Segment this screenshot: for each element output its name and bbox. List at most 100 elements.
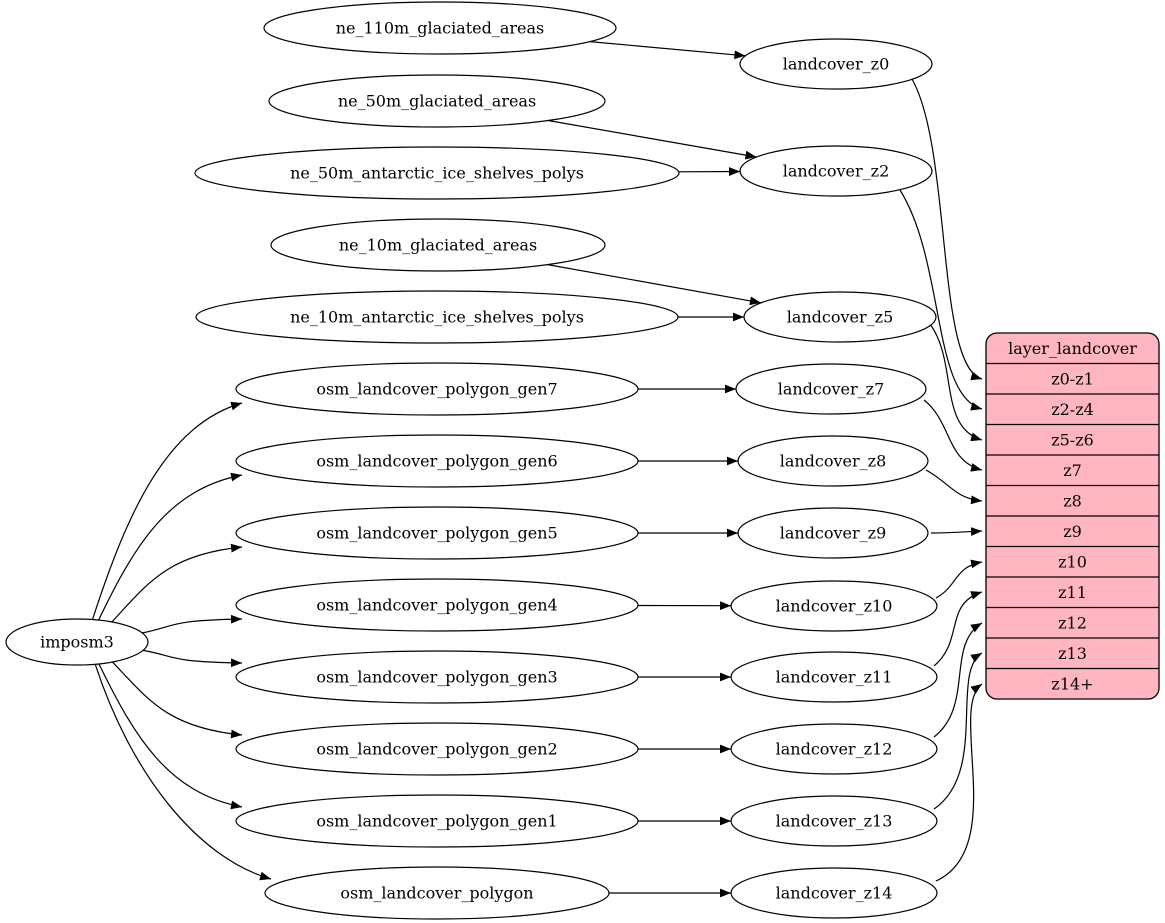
edge-ne_50m_glaciated_areas-landcover_z2	[547, 119, 757, 160]
edge-landcover_z2-layer_landcover-z2-z4	[899, 189, 983, 411]
node-label: landcover_z10	[776, 597, 893, 616]
table-row-label: z13	[1058, 644, 1087, 663]
node-ellipse	[235, 362, 639, 416]
table-layer_landcover: layer_landcoverz0-z1z2-z4z5-z6z7z8z9z10z…	[985, 332, 1160, 700]
node-label: osm_landcover_polygon_gen4	[316, 596, 557, 615]
node-ellipse	[235, 578, 639, 632]
table-row-label: z9	[1063, 522, 1082, 541]
node-label: ne_50m_glaciated_areas	[338, 92, 536, 111]
edge-imposm3-osm_landcover_polygon_gen5	[111, 543, 243, 623]
edge-ne_110m_glaciated_areas-landcover_z0	[589, 41, 746, 60]
node-label: ne_10m_antarctic_ice_shelves_polys	[290, 308, 584, 327]
node-landcover_z7: landcover_z7	[735, 363, 927, 415]
node-ne_50m_glaciated_areas: ne_50m_glaciated_areas	[268, 74, 606, 128]
node-label: landcover_z8	[780, 452, 887, 471]
table-row-label: z2-z4	[1051, 400, 1094, 419]
node-label: imposm3	[40, 633, 114, 652]
edge-landcover_z8-layer_landcover-z8	[925, 469, 983, 505]
node-ellipse	[194, 146, 680, 200]
node-label: osm_landcover_polygon_gen2	[316, 740, 557, 759]
node-ellipse	[739, 38, 933, 90]
edge-landcover_z0-layer_landcover-z0-z1	[911, 78, 983, 381]
node-label: ne_110m_glaciated_areas	[336, 19, 545, 38]
node-ellipse	[735, 363, 927, 415]
node-label: osm_landcover_polygon	[340, 884, 533, 903]
node-ellipse	[739, 145, 933, 197]
node-label: osm_landcover_polygon_gen1	[316, 812, 557, 831]
node-ellipse	[235, 794, 639, 848]
node-label: ne_10m_glaciated_areas	[339, 236, 537, 255]
edge-landcover_z12-layer_landcover-z12	[933, 622, 983, 738]
node-ellipse	[737, 507, 929, 559]
node-ellipse	[268, 74, 606, 128]
node-landcover_z5: landcover_z5	[743, 291, 937, 343]
node-osm_landcover_polygon_gen3: osm_landcover_polygon_gen3	[235, 650, 639, 704]
node-label: landcover_z7	[778, 380, 885, 399]
edge-landcover_z7-layer_landcover-z7	[923, 399, 983, 472]
node-ellipse	[235, 506, 639, 560]
node-osm_landcover_polygon_gen6: osm_landcover_polygon_gen6	[235, 434, 639, 488]
node-label: landcover_z11	[776, 668, 893, 687]
node-ellipse	[730, 795, 938, 847]
edge-imposm3-osm_landcover_polygon	[94, 664, 272, 881]
edge-landcover_z11-layer_landcover-z11	[933, 591, 983, 667]
edge-ne_10m_glaciated_areas-landcover_z5	[547, 264, 762, 306]
node-label: osm_landcover_polygon_gen3	[316, 668, 557, 687]
node-ne_110m_glaciated_areas: ne_110m_glaciated_areas	[263, 1, 617, 55]
edge-imposm3-osm_landcover_polygon_gen3	[142, 649, 243, 668]
edge-imposm3-osm_landcover_polygon_gen7	[91, 401, 243, 620]
node-landcover_z0: landcover_z0	[739, 38, 933, 90]
node-landcover_z11: landcover_z11	[730, 651, 938, 703]
node-landcover_z2: landcover_z2	[739, 145, 933, 197]
node-ellipse	[235, 650, 639, 704]
table-header-label: layer_landcover	[1008, 339, 1137, 358]
node-ellipse	[235, 434, 639, 488]
node-osm_landcover_polygon_gen5: osm_landcover_polygon_gen5	[235, 506, 639, 560]
edge-landcover_z14-layer_landcover-z14+	[935, 683, 983, 882]
node-ellipse	[743, 291, 937, 343]
node-landcover_z13: landcover_z13	[730, 795, 938, 847]
node-ne_10m_glaciated_areas: ne_10m_glaciated_areas	[270, 218, 606, 272]
node-ellipse	[730, 580, 938, 632]
node-osm_landcover_polygon_gen4: osm_landcover_polygon_gen4	[235, 578, 639, 632]
node-landcover_z9: landcover_z9	[737, 507, 929, 559]
table-row-label: z11	[1058, 583, 1087, 602]
edge-imposm3-osm_landcover_polygon_gen4	[142, 614, 243, 634]
node-ellipse	[5, 618, 149, 666]
node-label: landcover_z0	[783, 55, 890, 74]
node-ne_50m_antarctic_ice_shelves_polys: ne_50m_antarctic_ice_shelves_polys	[194, 146, 680, 200]
node-ellipse	[263, 1, 617, 55]
table-row-label: z5-z6	[1051, 430, 1094, 449]
node-label: osm_landcover_polygon_gen5	[316, 524, 557, 543]
node-ellipse	[270, 218, 606, 272]
edge-landcover_z9-layer_landcover-z9	[930, 527, 983, 536]
node-label: landcover_z2	[783, 162, 890, 181]
node-osm_landcover_polygon_gen1: osm_landcover_polygon_gen1	[235, 794, 639, 848]
node-landcover_z14: landcover_z14	[730, 867, 938, 919]
node-label: osm_landcover_polygon_gen7	[316, 380, 557, 399]
edge-imposm3-osm_landcover_polygon_gen1	[98, 663, 243, 810]
edge-landcover_z13-layer_landcover-z13	[933, 652, 983, 810]
node-label: landcover_z14	[776, 884, 893, 903]
table-row-label: z8	[1063, 491, 1082, 510]
node-label: landcover_z9	[780, 524, 887, 543]
table-row-label: z12	[1058, 613, 1087, 632]
node-ellipse	[264, 866, 610, 920]
table-row-label: z14+	[1051, 674, 1093, 693]
table-row-label: z10	[1058, 552, 1087, 571]
edges-layer	[91, 41, 983, 898]
edge-imposm3-osm_landcover_polygon_gen2	[111, 661, 243, 739]
node-label: osm_landcover_polygon_gen6	[316, 452, 557, 471]
node-landcover_z10: landcover_z10	[730, 580, 938, 632]
node-ellipse	[737, 435, 929, 487]
edge-landcover_z10-layer_landcover-z10	[935, 559, 983, 599]
node-imposm3: imposm3	[5, 618, 149, 666]
node-label: landcover_z5	[787, 308, 894, 327]
node-osm_landcover_polygon_gen2: osm_landcover_polygon_gen2	[235, 722, 639, 776]
node-ellipse	[730, 651, 938, 703]
edge-landcover_z5-layer_landcover-z5-z6	[929, 323, 983, 442]
node-ellipse	[730, 723, 938, 775]
edge-imposm3-osm_landcover_polygon_gen6	[98, 472, 243, 621]
node-label: landcover_z12	[776, 740, 893, 759]
